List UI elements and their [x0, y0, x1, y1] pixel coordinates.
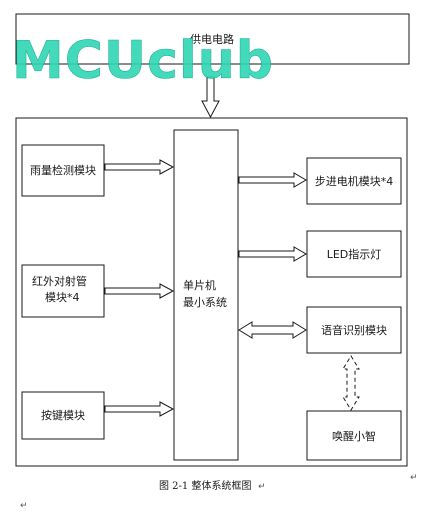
keys-to-mcu-arrow: [104, 401, 175, 417]
ir-sensor-box: [21, 264, 105, 318]
mcu-to-stepper-arrow: [238, 172, 307, 188]
keys-box: [21, 391, 105, 440]
ir-sensor-label-line1: 红外对射管: [32, 274, 87, 288]
power-supply-box: [15, 13, 410, 65]
system-frame: [15, 117, 408, 467]
mcu-to-led-arrow: [238, 246, 307, 262]
stepper-motor-box: [306, 157, 402, 205]
mcu-voice-bidirectional-arrow: [238, 321, 307, 339]
led-indicator-label: LED指示灯: [327, 247, 382, 261]
power-to-system-arrow: [201, 76, 220, 119]
figure-caption: 图 2-1 整体系统框图: [159, 479, 251, 492]
ir-to-mcu-arrow: [104, 283, 175, 299]
bottom-paragraph-mark: ↵: [20, 501, 28, 511]
wake-up-box: [306, 410, 402, 461]
mcu-label-line2: 最小系统: [183, 296, 227, 309]
wake-up-label: 唤醒小智: [332, 429, 376, 443]
mcu-box: [173, 129, 239, 461]
rain-detect-box: [21, 144, 105, 197]
ir-sensor-label-line2: 模块*4: [45, 291, 80, 304]
voice-wake-dashed-arrow: [342, 355, 360, 411]
led-indicator-box: [306, 230, 402, 278]
power-supply-label: 供电电路: [190, 32, 234, 46]
frame-paragraph-mark: ↵: [410, 473, 418, 483]
rain-detect-label: 雨量检测模块: [30, 163, 96, 177]
rain-to-mcu-arrow: [104, 159, 175, 175]
mcuclub-watermark: MCUclub: [12, 31, 274, 91]
stepper-motor-label: 步进电机模块*4: [315, 174, 394, 188]
caption-paragraph-mark: ↵: [258, 482, 266, 492]
mcu-label-line1: 单片机: [183, 278, 216, 292]
voice-module-box: [306, 306, 402, 354]
keys-label: 按键模块: [41, 408, 85, 422]
voice-module-label: 语音识别模块: [321, 323, 387, 337]
